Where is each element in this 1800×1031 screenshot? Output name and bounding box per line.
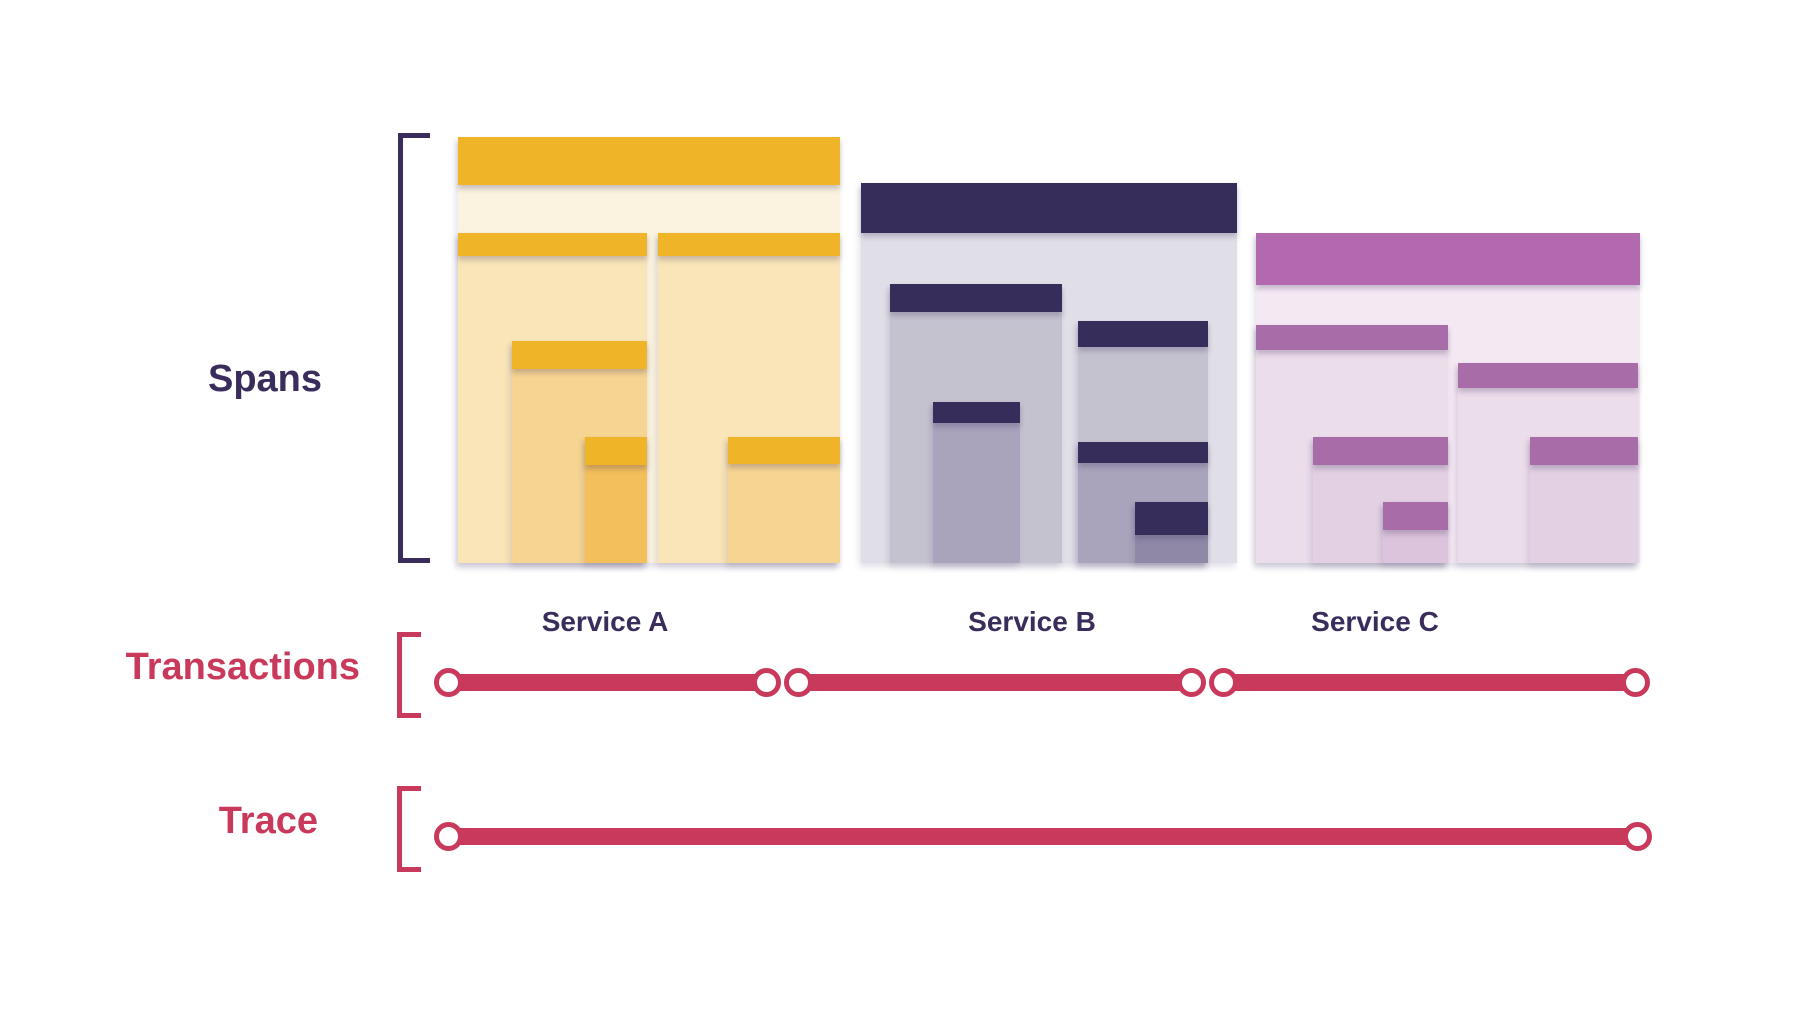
transaction-endpoint: [752, 668, 781, 697]
span-header-l3: [1078, 442, 1208, 463]
span-header-l3: [1530, 437, 1638, 465]
transaction-endpoint: [784, 668, 813, 697]
trace-endpoint: [434, 822, 463, 851]
transactions-label: Transactions: [125, 646, 360, 688]
transaction-endpoint: [434, 668, 463, 697]
service-a-span-l3: [728, 437, 840, 563]
span-header-l2: [458, 233, 647, 256]
span-header-l4: [1383, 502, 1448, 530]
service-a-span-l4: [585, 437, 647, 563]
transaction-line: [448, 674, 766, 691]
span-header-l3: [512, 341, 647, 369]
span-header-l4: [1135, 502, 1208, 535]
service-a-label: Service A: [541, 606, 669, 637]
span-header-l1: [1256, 233, 1640, 285]
span-header-l1: [458, 137, 840, 185]
service-c-label: Service C: [1311, 606, 1439, 637]
span-header-l1: [861, 183, 1237, 233]
spans-label: Spans: [207, 358, 323, 400]
trace-label: Trace: [218, 800, 318, 842]
span-header-l2: [658, 233, 840, 256]
service-b-span-l3: [933, 402, 1020, 563]
service-b-label: Service B: [968, 606, 1096, 637]
transactions-bracket: [397, 632, 421, 718]
span-header-l4: [585, 437, 647, 465]
service-c-span-l4: [1383, 502, 1448, 563]
spans-bracket: [398, 133, 430, 563]
span-header-l2: [1256, 325, 1448, 350]
transaction-endpoint: [1177, 668, 1206, 697]
transaction-line: [1223, 674, 1635, 691]
span-header-l3: [728, 437, 840, 464]
transaction-endpoint: [1621, 668, 1650, 697]
transaction-line: [798, 674, 1191, 691]
trace-bracket: [397, 786, 421, 872]
span-header-l3: [1313, 437, 1448, 465]
service-b-span-l4: [1135, 502, 1208, 563]
trace-endpoint: [1623, 822, 1652, 851]
span-header-l3: [933, 402, 1020, 423]
trace-line: [448, 828, 1637, 845]
span-header-l2: [1458, 363, 1638, 388]
span-header-l2: [1078, 321, 1208, 347]
span-header-l2: [890, 284, 1062, 312]
transaction-endpoint: [1209, 668, 1238, 697]
service-c-span-l3: [1530, 437, 1638, 563]
